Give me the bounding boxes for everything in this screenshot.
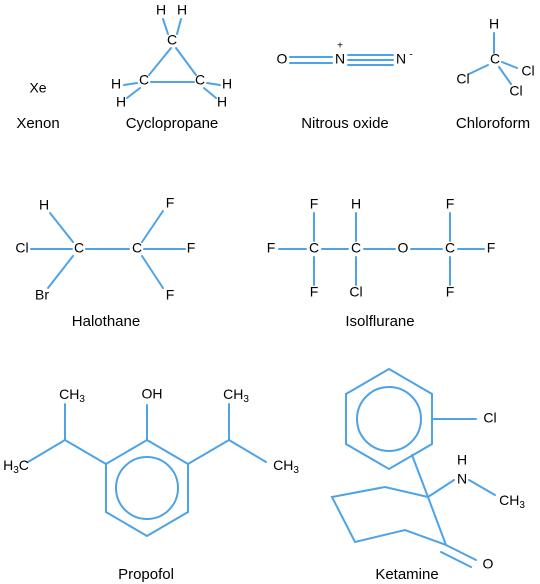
ketamine-bond: [411, 454, 429, 498]
ketamine-nitrogen: N: [457, 471, 467, 487]
isoflurane-structure: F F C F H C Cl O F C F F: [267, 196, 496, 300]
cyclopropane-hydrogen: H: [116, 94, 126, 110]
isoflurane-fluorine: F: [310, 284, 319, 300]
chloroform-hydrogen: H: [489, 16, 499, 32]
cyclopropane-name: Cyclopropane: [126, 115, 219, 132]
isoflurane-fluorine: F: [487, 240, 496, 256]
chloroform-chlorine: Cl: [509, 83, 522, 99]
propofol-hydroxyl: OH: [142, 386, 163, 402]
chloroform-carbon: C: [490, 51, 500, 67]
nitrous-oxide-terminal-nitrogen: N: [396, 51, 406, 67]
halothane-bond: [141, 255, 164, 289]
chloroform-chlorine: Cl: [521, 63, 534, 79]
isoflurane-carbon: C: [445, 240, 455, 256]
ketamine-methyl: CH3: [499, 492, 525, 511]
cyclopropane-carbon: C: [167, 32, 177, 48]
cyclopropane-bond: [203, 87, 217, 99]
propofol-structure: OH CH3 CH3 H3C CH3: [3, 386, 299, 538]
propofol-bond: [228, 439, 267, 463]
isoflurane-carbon: C: [309, 240, 319, 256]
ketamine-name: Ketamine: [375, 566, 438, 583]
propofol-methyl: CH3: [273, 457, 299, 476]
ketamine-structure: Cl H N CH3 O: [330, 367, 525, 572]
ketamine-bond: [427, 479, 455, 498]
isoflurane-name: Isolflurane: [345, 313, 414, 330]
isoflurane-fluorine: F: [446, 284, 455, 300]
nitrous-oxide-negative-charge: -: [409, 50, 412, 61]
cyclopropane-structure: C C C H H H H H H: [111, 2, 232, 110]
chloroform-chlorine: Cl: [456, 71, 469, 87]
propofol-bond: [187, 439, 230, 465]
halothane-fluorine: F: [187, 240, 196, 256]
propofol-methyl: CH3: [59, 386, 85, 405]
propofol-aromatic-circle: [115, 456, 179, 520]
isoflurane-fluorine: F: [446, 196, 455, 212]
nitrous-oxide-name: Nitrous oxide: [301, 115, 389, 132]
ketamine-bond: [445, 544, 477, 561]
ketamine-bond: [468, 479, 496, 496]
chloroform-structure: H C Cl Cl Cl: [456, 16, 534, 99]
propofol-benzene-ring: [105, 438, 189, 538]
halothane-carbon: C: [132, 240, 142, 256]
chloroform-bond: [468, 64, 489, 75]
cyclopropane-hydrogen: H: [111, 76, 121, 92]
halothane-structure: H Cl C Br C F F F: [15, 195, 195, 303]
nitrous-oxide-oxygen: O: [277, 51, 288, 67]
isoflurane-fluorine: F: [267, 240, 276, 256]
isoflurane-hydrogen: H: [351, 196, 361, 212]
cyclopropane-bond: [148, 47, 172, 76]
xenon-atom-label: Xe: [29, 80, 46, 96]
cyclopropane-bond: [126, 87, 141, 99]
chloroform-name: Chloroform: [456, 115, 530, 132]
xenon-structure: Xe: [29, 80, 46, 96]
chloroform-bond: [501, 61, 518, 69]
propofol-bond: [27, 439, 66, 463]
halothane-carbon: C: [74, 240, 84, 256]
cyclopropane-bond: [162, 18, 169, 35]
cyclopropane-bond: [176, 18, 182, 35]
cyclopropane-hydrogen: H: [156, 2, 166, 18]
nitrous-oxide-central-nitrogen: N: [335, 51, 345, 67]
cyclopropane-bond: [123, 82, 138, 86]
cyclopropane-carbon: C: [139, 72, 149, 88]
xenon-name: Xenon: [16, 115, 59, 132]
ketamine-aromatic-circle: [356, 386, 422, 452]
nitrous-oxide-positive-charge: +: [337, 41, 343, 52]
halothane-bond: [141, 210, 164, 243]
cyclopropane-hydrogen: H: [222, 76, 232, 92]
propofol-name: Propofol: [118, 566, 174, 583]
isoflurane-chlorine: Cl: [349, 284, 362, 300]
cyclopropane-bond: [206, 82, 221, 86]
cyclopropane-hydrogen: H: [217, 94, 227, 110]
halothane-bond: [47, 255, 74, 289]
ketamine-amine-hydrogen: H: [457, 452, 467, 468]
halothane-chlorine: Cl: [15, 240, 28, 256]
cyclopropane-carbon: C: [195, 72, 205, 88]
ketamine-oxygen: O: [483, 556, 494, 572]
halothane-fluorine: F: [166, 195, 175, 211]
halothane-bond: [49, 212, 74, 243]
halothane-fluorine: F: [166, 287, 175, 303]
ketamine-bond: [440, 551, 472, 568]
propofol-bond: [64, 439, 107, 465]
propofol-methyl: H3C: [3, 457, 29, 476]
halothane-bromine: Br: [35, 287, 49, 303]
nitrous-oxide-structure: O N + N -: [277, 41, 413, 67]
cyclopropane-bond: [175, 47, 197, 76]
isoflurane-fluorine: F: [310, 196, 319, 212]
isoflurane-oxygen: O: [398, 240, 409, 256]
ketamine-benzene-ring: [345, 367, 433, 471]
propofol-methyl: CH3: [223, 386, 249, 405]
chloroform-bond: [498, 66, 512, 85]
isoflurane-carbon: C: [351, 240, 361, 256]
ketamine-chlorine: Cl: [483, 410, 496, 426]
cyclopropane-hydrogen: H: [177, 2, 187, 18]
halothane-name: Halothane: [72, 313, 140, 330]
halothane-hydrogen: H: [39, 197, 49, 213]
